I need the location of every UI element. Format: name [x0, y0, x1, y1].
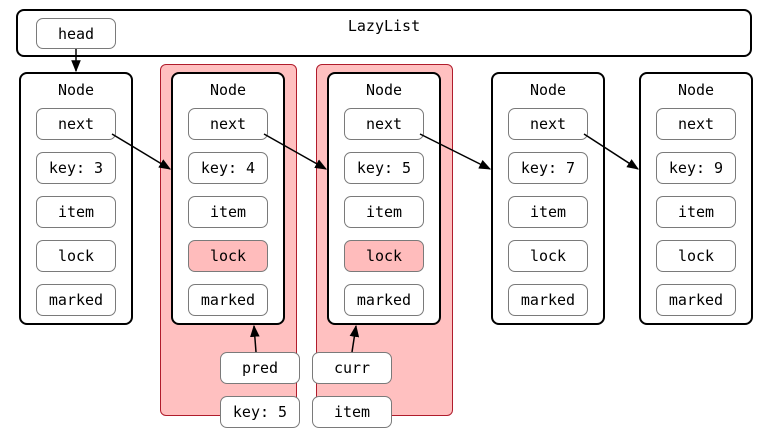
node-marked-field: marked [508, 284, 588, 316]
node-item-field: item [344, 196, 424, 228]
node-lock-field-locked: lock [344, 240, 424, 272]
node-lock-field: lock [656, 240, 736, 272]
node-title: Node [529, 81, 567, 99]
node-title: Node [365, 81, 403, 99]
lazylist-title: LazyList [347, 17, 421, 35]
node-marked-field: marked [36, 284, 116, 316]
node-marked-field: marked [344, 284, 424, 316]
node-item-field: item [508, 196, 588, 228]
node-next-field: next [508, 108, 588, 140]
node-item-field: item [36, 196, 116, 228]
node-next-field: next [656, 108, 736, 140]
search-key-field: key: 5 [220, 396, 300, 428]
curr-pointer: curr [312, 352, 392, 384]
node-title: Node [209, 81, 247, 99]
node-marked-field: marked [656, 284, 736, 316]
node-lock-field: lock [36, 240, 116, 272]
node-next-field: next [36, 108, 116, 140]
node-title: Node [677, 81, 715, 99]
node-item-field: item [188, 196, 268, 228]
head-field: head [36, 18, 116, 49]
node-key-field: key: 4 [188, 152, 268, 184]
node-lock-field: lock [508, 240, 588, 272]
node-key-field: key: 5 [344, 152, 424, 184]
pred-pointer: pred [220, 352, 300, 384]
lazylist-frame: LazyList [16, 9, 752, 57]
node-title: Node [57, 81, 95, 99]
search-item-field: item [312, 396, 392, 428]
node-key-field: key: 7 [508, 152, 588, 184]
node-next-field: next [188, 108, 268, 140]
node-key-field: key: 3 [36, 152, 116, 184]
node-marked-field: marked [188, 284, 268, 316]
node-lock-field-locked: lock [188, 240, 268, 272]
node-item-field: item [656, 196, 736, 228]
node-next-field: next [344, 108, 424, 140]
node-key-field: key: 9 [656, 152, 736, 184]
